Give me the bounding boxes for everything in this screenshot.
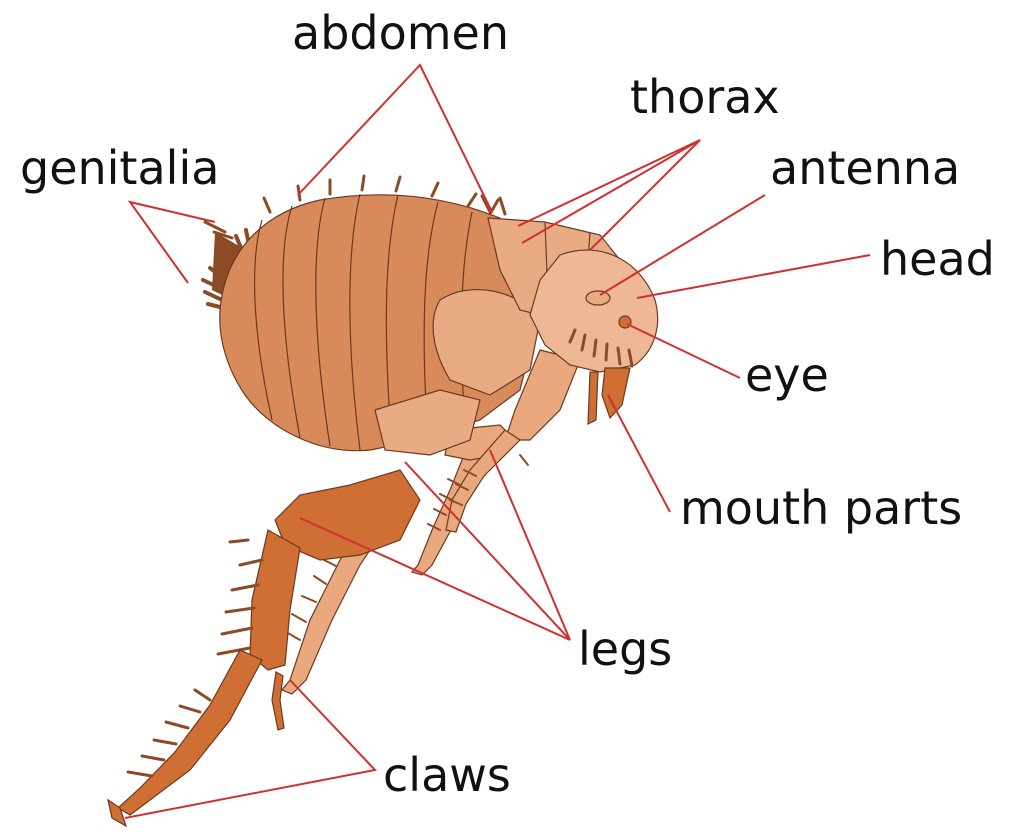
leader-mouth-parts — [608, 395, 670, 512]
label-mouth-parts: mouth parts — [680, 485, 962, 531]
leader-head — [637, 255, 870, 298]
label-genitalia: genitalia — [20, 145, 219, 191]
leader-genitalia — [130, 202, 215, 283]
label-head: head — [880, 236, 995, 282]
hind-leg — [108, 470, 420, 826]
leader-thorax-2 — [522, 140, 700, 243]
label-eye: eye — [745, 352, 829, 398]
label-antenna: antenna — [770, 145, 960, 191]
leader-thorax-1 — [518, 140, 700, 226]
label-thorax: thorax — [630, 74, 780, 120]
label-claws: claws — [383, 752, 511, 798]
label-legs: legs — [578, 626, 672, 672]
label-abdomen: abdomen — [292, 10, 509, 56]
leader-claws — [125, 680, 375, 818]
leader-legs-3 — [490, 450, 570, 640]
leader-antenna — [600, 195, 765, 295]
